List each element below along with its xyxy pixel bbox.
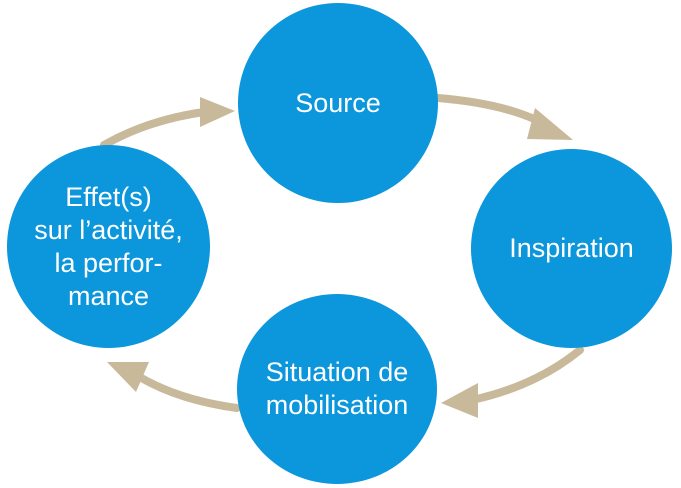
- arrow-inspiration-to-mobilisation: [468, 346, 584, 404]
- node-source-label: Source: [295, 87, 381, 118]
- arrowhead-inspiration-to-mobilisation: [441, 383, 478, 418]
- node-situation-de-mobilisation: Situation de mobilisation: [237, 294, 437, 484]
- node-effets-sur-activite: Effet(s) sur l’activité, la perfor- manc…: [7, 145, 210, 348]
- arrow-effets-to-source: [100, 108, 208, 149]
- node-inspiration-label: Inspiration: [509, 233, 634, 263]
- arrow-mobilisation-to-effets: [134, 372, 241, 412]
- arrowhead-effets-to-source: [200, 97, 235, 127]
- node-inspiration: Inspiration: [471, 149, 672, 348]
- arrowhead-mobilisation-to-effets: [107, 362, 149, 392]
- node-effets-label: Effet(s) sur l’activité, la perfor- manc…: [34, 181, 183, 311]
- node-source: Source: [238, 3, 438, 203]
- arrowhead-source-to-inspiration: [527, 108, 573, 140]
- node-mobilisation-label: Situation de mobilisation: [265, 357, 409, 420]
